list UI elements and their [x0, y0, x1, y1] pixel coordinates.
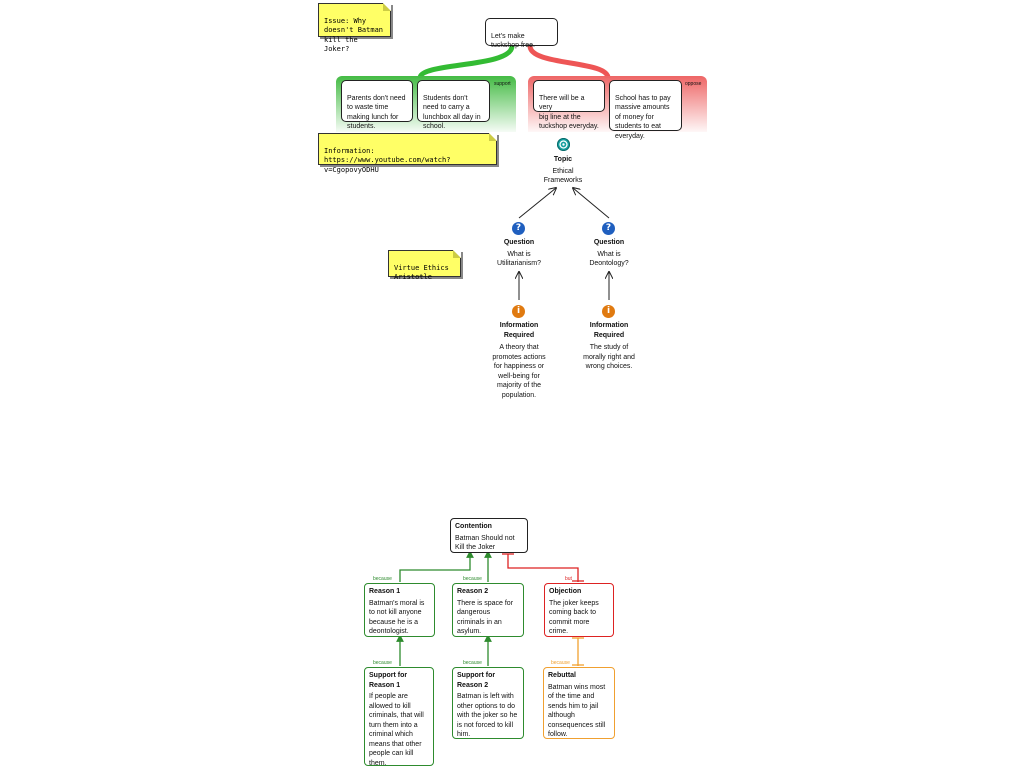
note-issue-text: Issue: Why doesn't Batman kill the Joker… [324, 16, 384, 54]
topic-text: Ethical Frameworks [543, 167, 583, 185]
rebuttal-text: Batman wins most of the time and sends h… [548, 683, 606, 739]
info-node-deontology[interactable]: Information Required The study of morall… [564, 321, 654, 372]
support-1-text: If people are allowed to kill criminals,… [369, 693, 424, 767]
topic-icon [557, 138, 570, 151]
support-item-2-text: Students don't need to carry a lunchbox … [423, 94, 481, 131]
oppose-connector [527, 45, 611, 79]
oppose-item-1[interactable]: There will be a very big line at the tuc… [533, 80, 605, 130]
question-node-utilitarianism[interactable]: Question What is Utilitarianism? [479, 238, 559, 269]
objection-title: Objection [549, 588, 582, 595]
support-2-text: Batman is left with other options to do … [457, 693, 518, 738]
reason-2-title: Reason 2 [457, 588, 489, 595]
question-icon: ? [602, 222, 615, 235]
contention-node[interactable]: Contention Batman Should not Kill the Jo… [450, 518, 528, 553]
debate-root-text: Let's make tuckshop free. [491, 32, 535, 50]
debate-root-node[interactable]: Let's make tuckshop free. [485, 18, 558, 49]
because-label-1: because [373, 576, 392, 582]
support-2-title: Support for Reason 2 [457, 672, 496, 689]
support-label: support [494, 81, 511, 87]
objection-text: The joker keeps coming back to commit mo… [549, 599, 599, 636]
info-icon: i [602, 305, 615, 318]
reason-1-text: Batman's moral is to not kill anyone bec… [369, 599, 425, 636]
support-1-title: Support for Reason 1 [369, 672, 408, 689]
support-item-1-text: Parents don't need to waste time making … [347, 94, 406, 131]
oppose-item-2[interactable]: School has to pay massive amounts of mon… [609, 80, 682, 140]
support-reason-2-node[interactable]: Support for Reason 2 Batman is left with… [452, 667, 524, 739]
support-connector [417, 45, 515, 80]
note-information-text: Information: https://www.youtube.com/wat… [324, 146, 451, 174]
info-1-text: A theory that promotes actions for happi… [492, 344, 546, 399]
rebuttal-node[interactable]: Rebuttal Batman wins most of the time an… [543, 667, 615, 739]
link-reason1 [399, 550, 474, 582]
because-label-4: because [463, 660, 482, 666]
note-information[interactable]: Information: https://www.youtube.com/wat… [318, 133, 497, 174]
support-item-2[interactable]: Students don't need to carry a lunchbox … [417, 80, 490, 130]
objection-node[interactable]: Objection The joker keeps coming back to… [544, 583, 614, 637]
reason-2-node[interactable]: Reason 2 There is space for dangerous cr… [452, 583, 524, 637]
contention-text: Batman Should not Kill the Joker [455, 534, 515, 552]
reason-1-title: Reason 1 [369, 588, 401, 595]
reason-1-node[interactable]: Reason 1 Batman's moral is to not kill a… [364, 583, 435, 637]
link-objection [507, 554, 579, 582]
oppose-label: oppose [685, 81, 702, 87]
question-1-heading: Question [503, 239, 535, 246]
question-2-text: What is Deontology? [589, 250, 629, 268]
note-virtue-ethics[interactable]: Virtue Ethics Aristotle [388, 250, 461, 281]
note-virtue-text: Virtue Ethics Aristotle [394, 263, 449, 282]
oppose-item-2-text: School has to pay massive amounts of mon… [615, 94, 671, 140]
topic-node[interactable]: Topic Ethical Frameworks [523, 155, 603, 186]
because-label-5: because [551, 660, 570, 666]
support-item-1[interactable]: Parents don't need to waste time making … [341, 80, 413, 130]
question-icon: ? [512, 222, 525, 235]
question-1-text: What is Utilitarianism? [497, 250, 541, 268]
because-label-3: because [373, 660, 392, 666]
info-node-utilitarianism[interactable]: Information Required A theory that promo… [474, 321, 564, 400]
arrow-q2-topic [573, 188, 610, 219]
support-reason-1-node[interactable]: Support for Reason 1 If people are allow… [364, 667, 434, 767]
question-node-deontology[interactable]: Question What is Deontology? [569, 238, 649, 269]
reason-2-text: There is space for dangerous criminals i… [457, 599, 514, 636]
rebuttal-title: Rebuttal [548, 672, 576, 679]
question-2-heading: Question [593, 239, 625, 246]
info-1-heading: Information Required [499, 322, 539, 339]
info-2-heading: Information Required [589, 322, 629, 339]
info-2-text: The study of morally right and wrong cho… [583, 344, 635, 370]
contention-title: Contention [455, 523, 492, 530]
arrow-q1-topic [518, 188, 556, 219]
note-issue[interactable]: Issue: Why doesn't Batman kill the Joker… [318, 3, 391, 53]
but-label: but [565, 576, 572, 582]
topic-heading: Topic [553, 156, 573, 163]
info-icon: i [512, 305, 525, 318]
oppose-item-1-text: There will be a very big line at the tuc… [539, 94, 599, 131]
because-label-2: because [463, 576, 482, 582]
